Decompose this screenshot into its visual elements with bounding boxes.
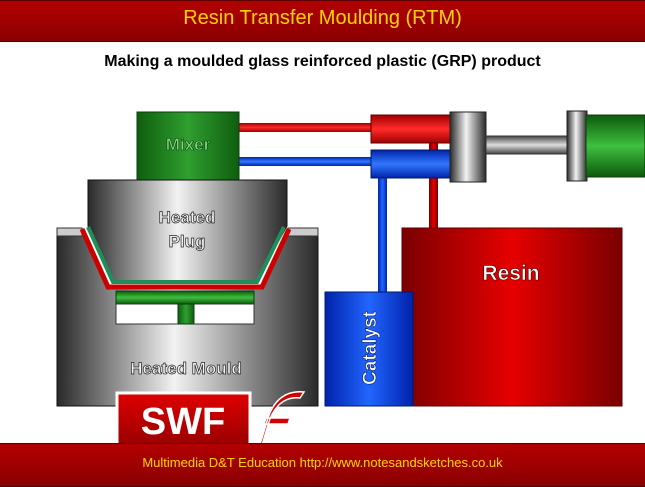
mixer-label: Mixer [166, 135, 211, 154]
resin-label: Resin [482, 262, 539, 285]
catalyst-label: Catalyst [360, 310, 381, 385]
resin-tank [401, 227, 623, 407]
plug-label-line1: Heated [159, 208, 216, 227]
swf-badge [115, 391, 252, 447]
resin-injection-cylinder [370, 114, 452, 144]
glass-reinforcement-layer [86, 226, 286, 284]
ram-flange [566, 110, 588, 182]
mould-flange-right [287, 227, 319, 237]
hydraulic-ram [585, 114, 645, 178]
piston-block [449, 111, 487, 183]
heated-plug [87, 179, 288, 283]
mould-flange-left [56, 227, 83, 237]
piston-rod [485, 135, 571, 155]
swf-label: SWF [141, 401, 225, 443]
ejector-pin [177, 303, 195, 325]
resin-pipe-top [238, 123, 372, 132]
mould-label: Heated Mould [130, 359, 241, 378]
resin-pipe-vertical [429, 140, 438, 228]
title-band [0, 0, 645, 42]
resin-layer [79, 227, 292, 290]
footer-credit: Multimedia D&T Education http://www.note… [142, 455, 503, 470]
catalyst-injection-cylinder [370, 149, 452, 179]
catalyst-pipe-top [238, 157, 372, 166]
catalyst-pipe-vertical [378, 176, 387, 292]
page-title: Resin Transfer Moulding (RTM) [183, 7, 462, 29]
diagram-subtitle: Making a moulded glass reinforced plasti… [104, 53, 541, 70]
catalyst-tank [324, 291, 414, 407]
ejector-plate [115, 290, 255, 305]
plug-label-line2: Plug [169, 232, 206, 251]
mixer-unit [136, 111, 240, 181]
